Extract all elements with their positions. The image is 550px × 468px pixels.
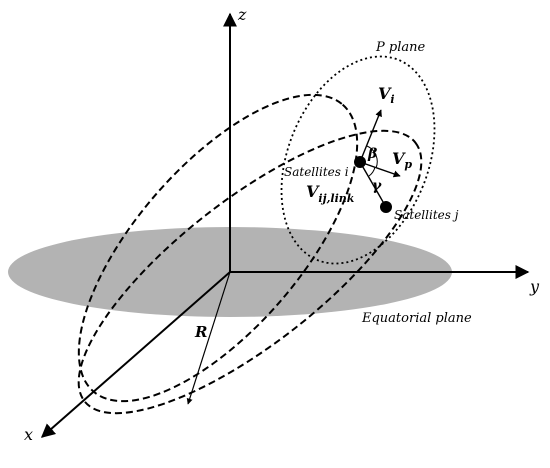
y-axis-label: y [529, 277, 540, 296]
gamma-angle-arc [368, 166, 376, 177]
radius-label: R [194, 323, 207, 341]
orbit-ellipse-1 [77, 93, 359, 403]
orbit-ellipse-2 [77, 129, 423, 415]
beta-angle-arc [366, 145, 378, 169]
radius-vector [186, 271, 231, 405]
p-plane-label: P plane [375, 40, 425, 55]
gamma-label: γ [372, 178, 382, 194]
z-axis-label: z [237, 5, 247, 24]
satellite-j-dot [380, 201, 392, 213]
v-link-label: Vij,link [306, 182, 355, 205]
x-axis [40, 271, 231, 438]
satellite-i-dot [354, 156, 366, 168]
v-p-vector [359, 161, 401, 178]
beta-label: β [367, 146, 378, 162]
satellite-j-label: Satellites j [394, 208, 459, 222]
equatorial-plane-label: Equatorial plane [361, 311, 472, 326]
v-i-vector [359, 109, 382, 163]
x-axis-label: x [24, 425, 33, 444]
v-i-label: Vi [378, 84, 395, 106]
satellite-i-label: Satellites i [284, 165, 349, 179]
v-p-label: Vp [392, 149, 412, 171]
p-plane-ellipse [280, 55, 436, 265]
link-vector [359, 161, 387, 208]
